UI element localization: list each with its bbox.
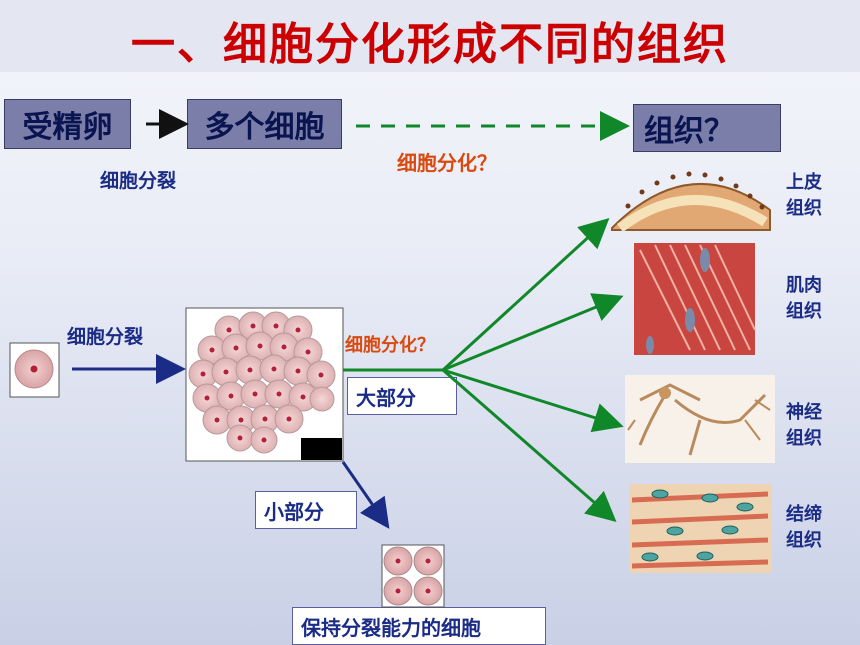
differentiation-label-lower: 细胞分化？ [345, 335, 435, 356]
four-cells-image [381, 544, 445, 608]
tissue-0-line2: 组织 [786, 198, 822, 219]
majority-label: 大部分 [356, 385, 416, 410]
tissue-question-label: 组织？ [644, 114, 734, 149]
keep-dividing-box: 保持分裂能力的细胞 [292, 607, 546, 645]
tissue-question-box: 组织？ [633, 104, 781, 152]
minority-label: 小部分 [264, 499, 324, 524]
tissue-label-connective: 结缔组织 [786, 502, 834, 554]
tissue-2-line2: 组织 [786, 428, 822, 449]
arrow-to-connective [442, 368, 617, 522]
tissue-label-muscle: 肌肉组织 [786, 273, 834, 325]
division-label-top: 细胞分裂 [100, 170, 177, 192]
arrow-to-nerve [442, 368, 624, 433]
fertilized-egg-box: 受精卵 [4, 99, 131, 149]
differentiation-label-top: 细胞分化？ [397, 151, 497, 175]
muscle-tissue-image [634, 243, 756, 355]
tissue-2-line1: 神经 [786, 402, 822, 423]
tissue-label-epithelial: 上皮组织 [786, 170, 834, 222]
tissue-1-line2: 组织 [786, 301, 822, 322]
nerve-tissue-image [625, 375, 775, 463]
majority-box: 大部分 [347, 377, 457, 415]
page-title: 一、细胞分化形成不同的组织 [131, 19, 729, 70]
epithelial-tissue-image [611, 171, 771, 232]
tissue-3-line1: 结缔 [786, 504, 822, 525]
many-cells-label: 多个细胞 [204, 110, 325, 145]
tissue-1-line1: 肌肉 [786, 275, 822, 296]
cell-cluster-image [185, 307, 344, 462]
arrow-to-muscle [442, 293, 624, 372]
keep-dividing-label: 保持分裂能力的细胞 [301, 615, 481, 640]
minority-box: 小部分 [255, 491, 357, 529]
tissue-0-line1: 上皮 [786, 172, 822, 193]
title-bar [0, 0, 860, 72]
single-cell-image [9, 342, 60, 398]
tissue-3-line2: 组织 [786, 530, 822, 551]
arrow-to-small-cells [341, 461, 390, 529]
tissue-label-nerve: 神经组织 [786, 400, 834, 452]
connective-tissue-image [629, 484, 772, 573]
division-label-lower: 细胞分裂 [67, 326, 144, 348]
fertilized-egg-label: 受精卵 [22, 110, 113, 145]
arrow-to-epithelial [441, 217, 610, 372]
